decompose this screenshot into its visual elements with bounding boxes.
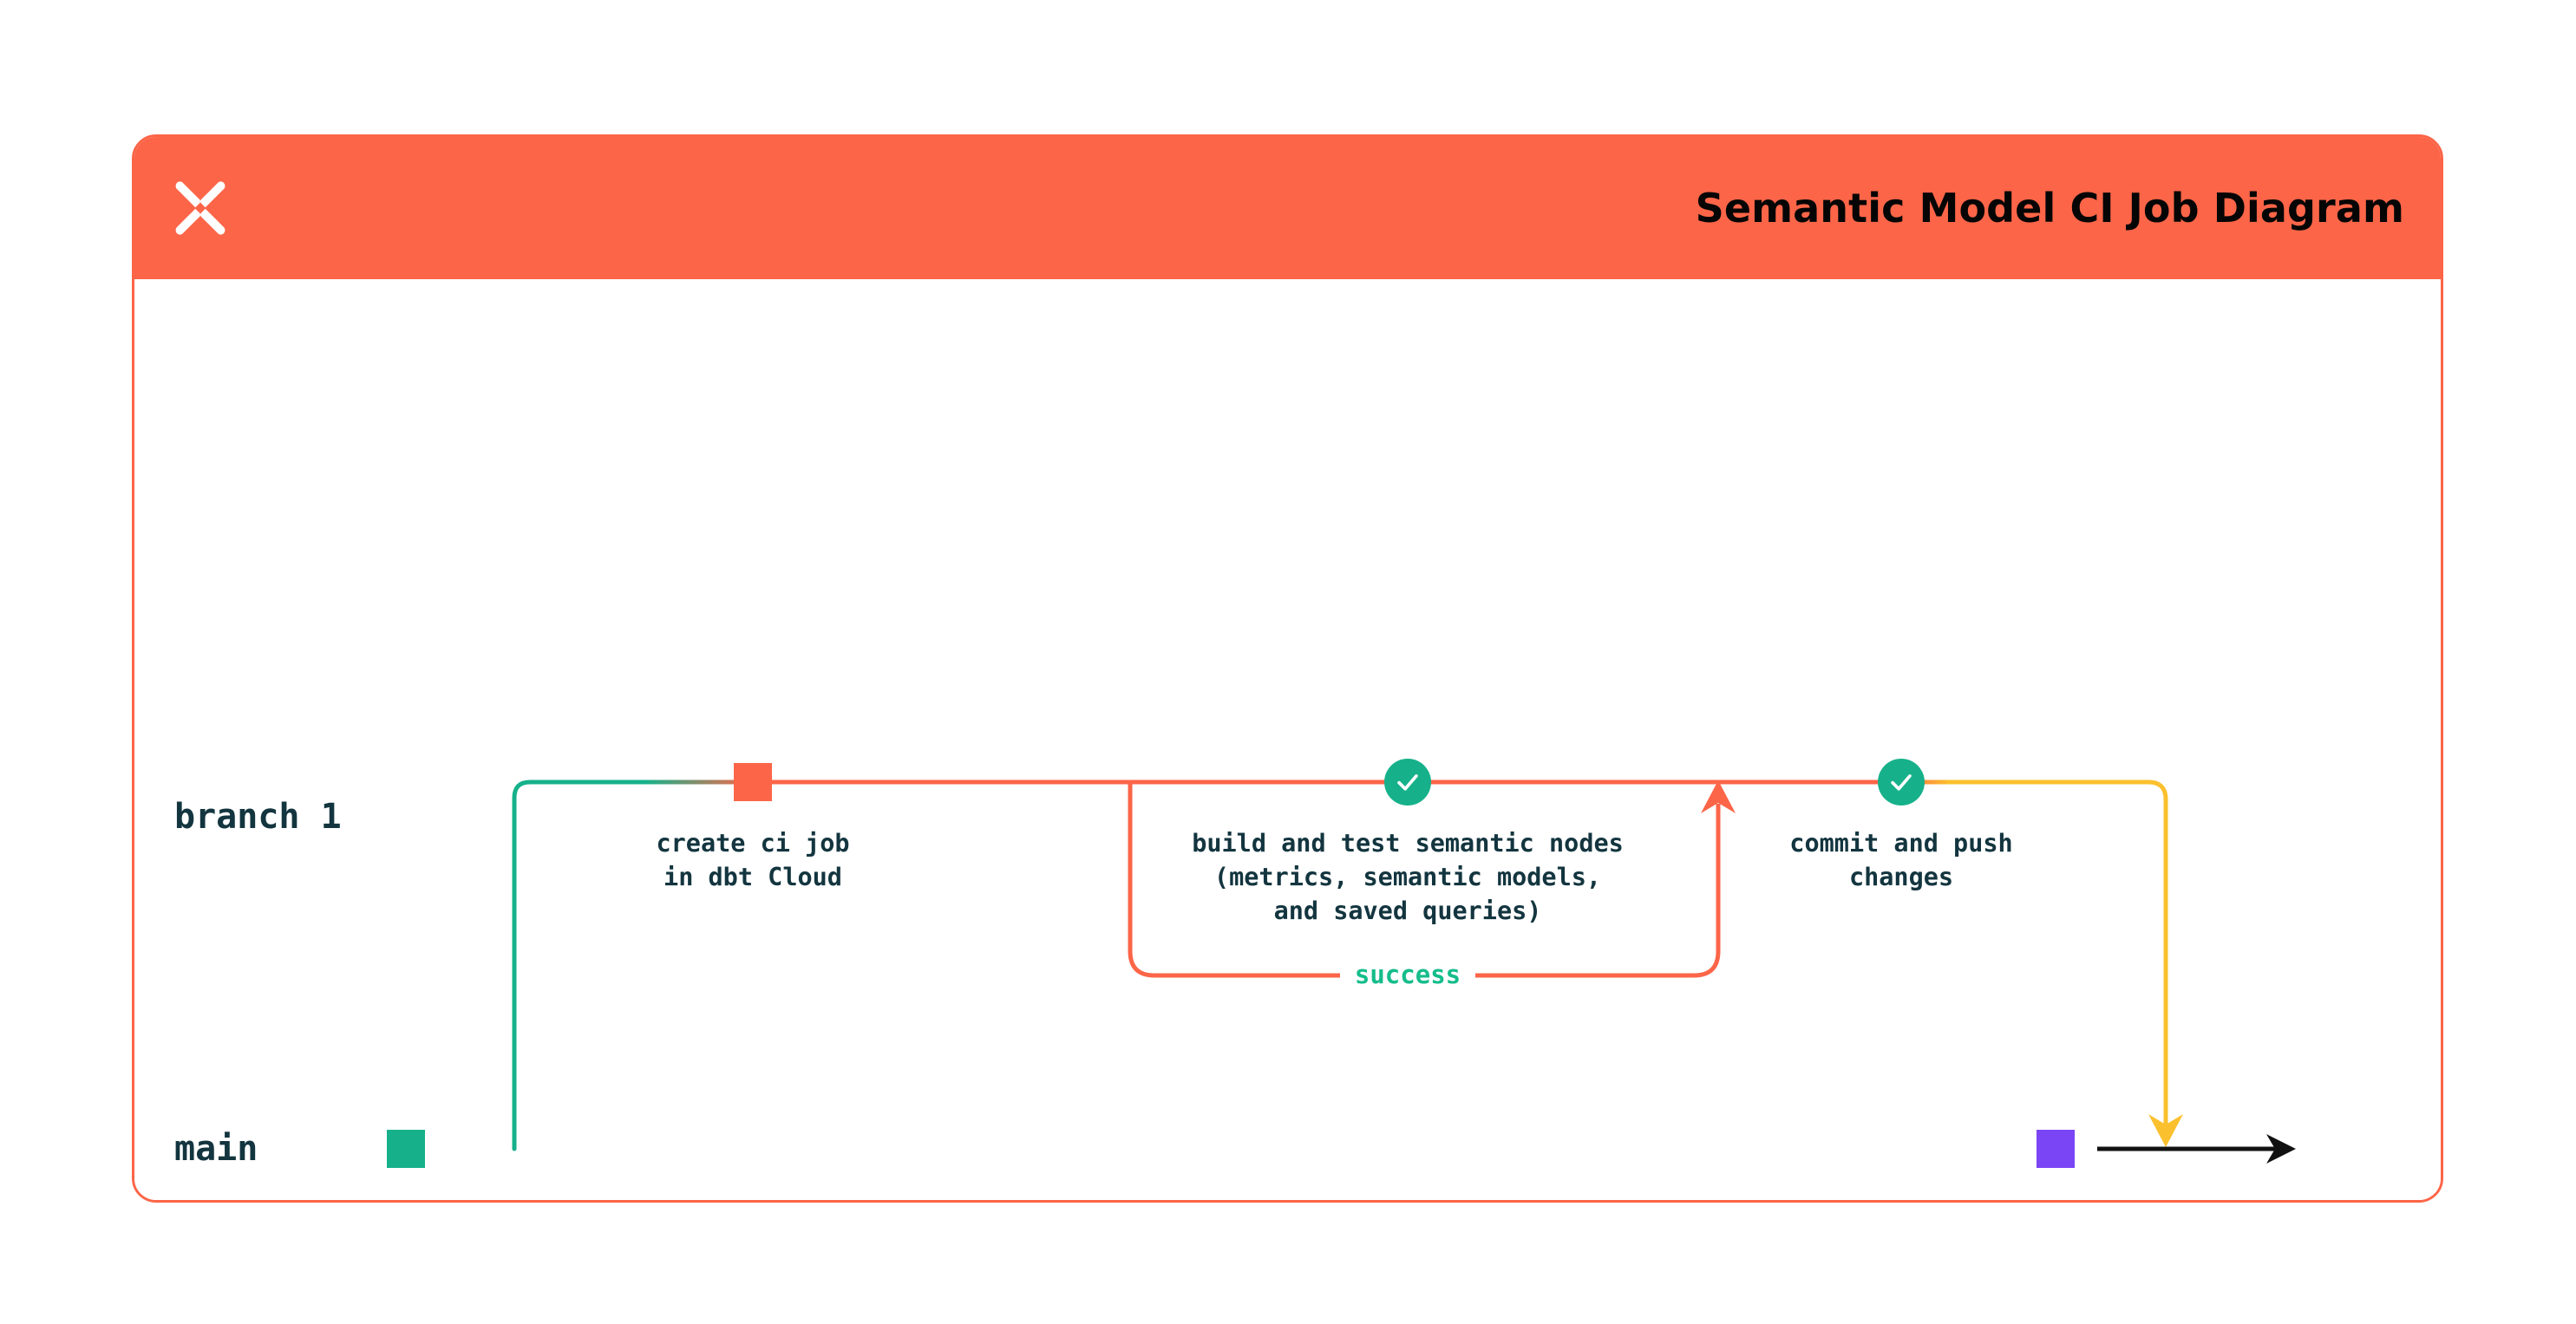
caption-create-ci-job: create ci job in dbt Cloud: [656, 829, 850, 892]
node-main-start[interactable]: [387, 1130, 425, 1168]
card-body: branch 1 main create ci job: [134, 279, 2441, 1200]
merge-down-line: [1901, 779, 2168, 1125]
caption-build-test: build and test semantic nodes (metrics, …: [1192, 829, 1624, 926]
retry-loop-left: [1128, 782, 1340, 978]
merge-down-arrowhead: [2148, 1114, 2183, 1147]
main-continue-arrowhead: [2266, 1134, 2296, 1164]
check-icon: [1397, 774, 1418, 791]
node-commit-push-check[interactable]: [1878, 759, 1925, 805]
branch-diagram: branch 1 main create ci job: [134, 279, 2441, 1203]
caption-commit-push: commit and push changes: [1789, 829, 2013, 892]
check-icon: [1891, 774, 1912, 791]
card-header: Semantic Model CI Job Diagram: [134, 137, 2441, 279]
branch-off-line: [512, 779, 755, 1151]
lane-label-branch1: branch 1: [174, 797, 342, 837]
page-title: Semantic Model CI Job Diagram: [1695, 185, 2404, 232]
diagram-wires: [406, 779, 2296, 1164]
lane-label-main: main: [174, 1129, 258, 1169]
node-build-test-check[interactable]: [1384, 759, 1431, 805]
node-create-ci-job[interactable]: [734, 763, 772, 801]
node-merge-to-main[interactable]: [2037, 1130, 2075, 1168]
retry-loop-right: [1475, 804, 1721, 978]
diagram-card: Semantic Model CI Job Diagram: [132, 134, 2443, 1203]
retry-loop-arrowhead: [1701, 780, 1736, 813]
caption-merge-to-main: merge to main and deploy to production: [1924, 1202, 2221, 1203]
dbt-logo-icon: [175, 181, 226, 235]
edge-label-success: success: [1340, 960, 1475, 989]
